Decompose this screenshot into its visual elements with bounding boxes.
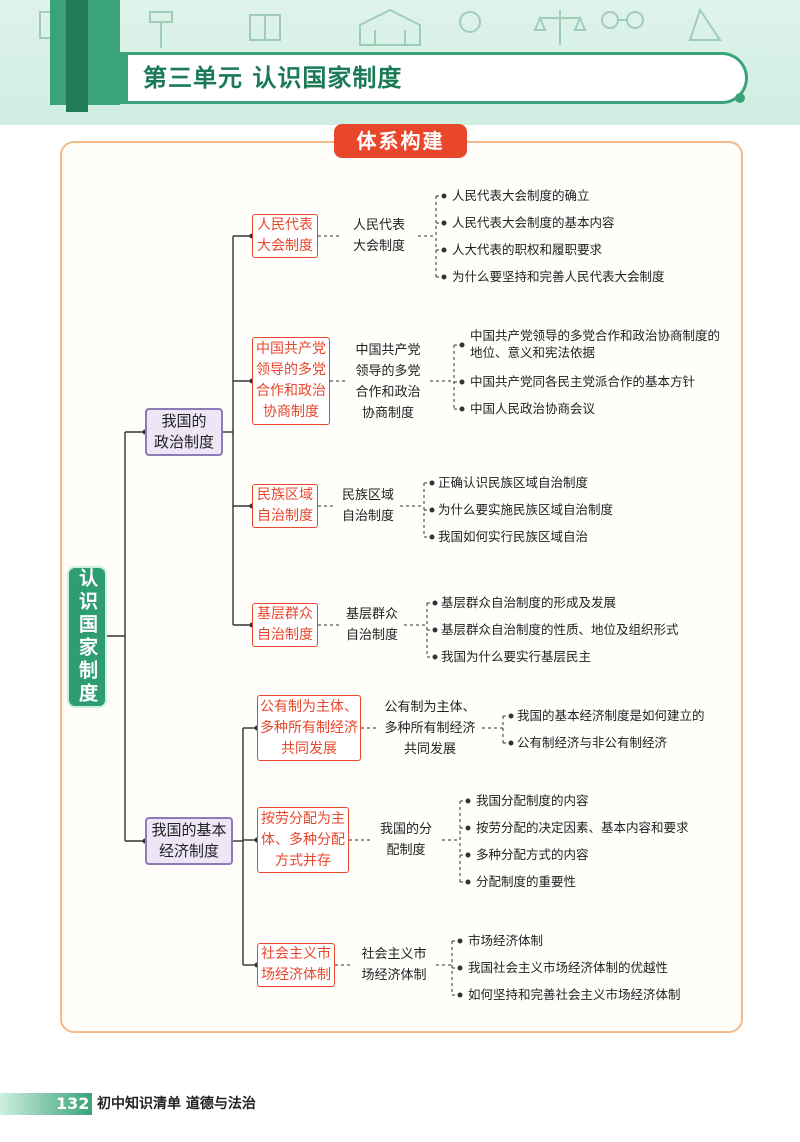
- leaf-item: 基层群众自治制度的形成及发展: [441, 595, 617, 610]
- mindmap-panel: [60, 141, 743, 1033]
- leaf-item: 人民代表大会制度的确立: [452, 188, 590, 203]
- footer-bar: [0, 1093, 92, 1115]
- detail-grassroots-autonomy: 基层群众 自治制度: [345, 607, 398, 643]
- leaf-item: 我国如何实行民族区域自治: [438, 529, 589, 544]
- node-distribution: 按劳分配为主 体、多种分配 方式并存: [257, 807, 349, 873]
- node-npc-system: 人民代表 大会制度: [252, 214, 318, 258]
- page-number: 132: [56, 1094, 90, 1113]
- detail-market-economy: 社会主义市 场经济体制: [361, 947, 427, 983]
- branch-political-system: 我国的 政治制度: [145, 408, 223, 456]
- node-label: 社会主义市 场经济体制: [261, 946, 331, 983]
- node-label: 公有制为主体、 多种所有制经济 共同发展: [260, 698, 358, 757]
- branch-label: 我国的基本 经济制度: [151, 821, 227, 860]
- leaf-item: 中国共产党同各民主党派合作的基本方针: [470, 374, 696, 389]
- book-icon: [249, 14, 281, 41]
- leaf-item: 公有制经济与非公有制经济: [517, 735, 668, 750]
- leaf-item: 中国共产党领导的多党合作和政治协商制度的地位、意义和宪法依据: [470, 328, 721, 360]
- leaf-item: 市场经济体制: [468, 933, 544, 948]
- header-pattern: [39, 7, 722, 48]
- leaf-item: 我国社会主义市场经济体制的优越性: [468, 960, 669, 975]
- leaf-item: 多种分配方式的内容: [476, 847, 589, 862]
- leaf-item: 分配制度的重要性: [476, 874, 577, 889]
- node-label: 民族区域 自治制度: [257, 487, 313, 524]
- building-icon: [359, 8, 421, 46]
- title-accent: [118, 52, 128, 104]
- leaf-item: 中国人民政治协商会议: [470, 401, 596, 416]
- detail-multiparty-cooperation: 中国共产党 领导的多党 合作和政治 协商制度: [355, 343, 421, 421]
- branch-economic-system: 我国的基本 经济制度: [145, 817, 233, 865]
- section-badge: 体系构建: [334, 124, 467, 158]
- unit-title: 第三单元 认识国家制度: [143, 64, 403, 92]
- bookmark-ribbon-dark: [66, 0, 88, 112]
- node-label: 基层群众 自治制度: [257, 606, 313, 643]
- leaf-item: 人民代表大会制度的基本内容: [452, 215, 615, 230]
- detail-ethnic-autonomy: 民族区域 自治制度: [341, 488, 394, 524]
- node-label: 中国共产党 领导的多党 合作和政治 协商制度: [256, 341, 326, 420]
- detail-npc-system: 人民代表 大会制度: [352, 218, 405, 254]
- leaf-item: 我国为什么要实行基层民主: [441, 649, 592, 664]
- node-grassroots-autonomy: 基层群众 自治制度: [252, 603, 318, 647]
- leaf-item: 人大代表的职权和履职要求: [452, 242, 603, 257]
- leaf-item: 基层群众自治制度的性质、地位及组织形式: [441, 622, 679, 637]
- detail-distribution: 我国的分 配制度: [379, 822, 432, 858]
- header-band: 第三单元 认识国家制度: [0, 0, 800, 125]
- leaf-item: 为什么要实施民族区域自治制度: [438, 502, 614, 517]
- node-ethnic-autonomy: 民族区域 自治制度: [252, 484, 318, 528]
- hammer-icon: [149, 11, 173, 48]
- node-label: 按劳分配为主 体、多种分配 方式并存: [261, 810, 345, 869]
- node-label: 人民代表 大会制度: [257, 217, 313, 254]
- detail-public-ownership: 公有制为主体、 多种所有制经济 共同发展: [384, 699, 476, 757]
- root-node: 认识国家制度: [67, 566, 107, 708]
- leaf-item: 按劳分配的决定因素、基本内容和要求: [476, 820, 689, 835]
- handcuffs-icon: [601, 11, 644, 29]
- node-multiparty-cooperation: 中国共产党 领导的多党 合作和政治 协商制度: [252, 337, 330, 425]
- leaf-item: 为什么要坚持和完善人民代表大会制度: [452, 269, 665, 284]
- leaf-item: 我国分配制度的内容: [476, 793, 589, 808]
- node-market-economy: 社会主义市 场经济体制: [257, 943, 335, 987]
- footer-book-title: 初中知识清单 道德与法治: [97, 1096, 256, 1112]
- leaf-item: 如何坚持和完善社会主义市场经济体制: [468, 987, 681, 1002]
- leaf-item: 我国的基本经济制度是如何建立的: [517, 708, 705, 723]
- title-dot: [735, 93, 745, 103]
- scales-icon: [533, 10, 587, 45]
- node-public-ownership: 公有制为主体、 多种所有制经济 共同发展: [257, 695, 361, 761]
- title-bar: [118, 52, 748, 104]
- branch-label: 我国的 政治制度: [153, 412, 214, 451]
- leaf-item: 正确认识民族区域自治制度: [438, 475, 589, 490]
